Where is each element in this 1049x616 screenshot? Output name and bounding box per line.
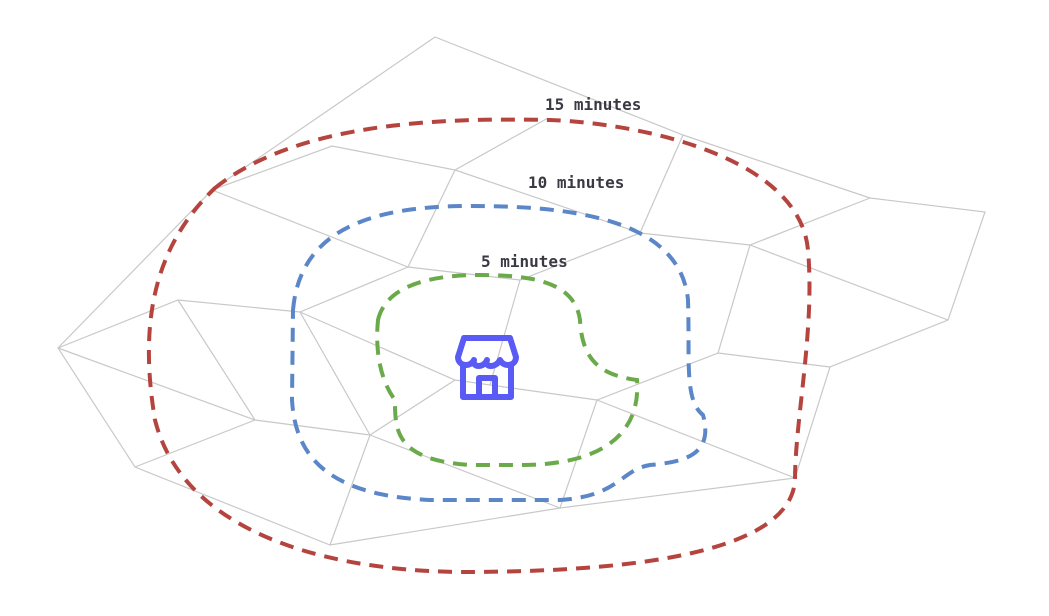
- isochrone-5-min: [375, 272, 640, 467]
- label-10-minutes: 10 minutes: [528, 173, 624, 192]
- isochrone-10-min: [289, 203, 708, 502]
- label-15-minutes: 15 minutes: [545, 95, 641, 114]
- isochrone-15-min: [146, 117, 812, 575]
- label-5-minutes: 5 minutes: [481, 252, 568, 271]
- store-icon: [455, 335, 519, 400]
- road-network: [57, 36, 986, 546]
